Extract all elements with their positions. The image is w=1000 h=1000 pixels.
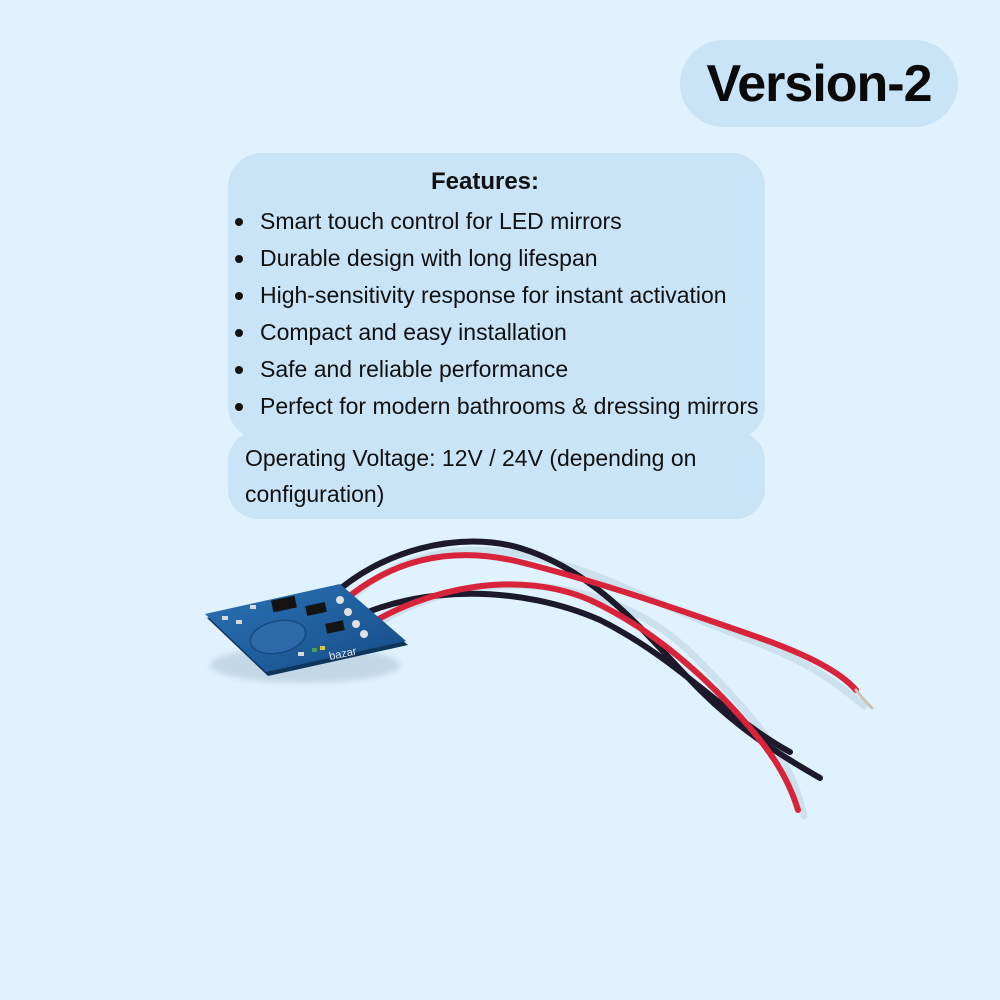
bullet-icon <box>235 329 243 337</box>
feature-text: Smart touch control for LED mirrors <box>260 208 622 234</box>
bullet-icon <box>235 255 243 263</box>
stripped-wire-tip <box>854 688 874 710</box>
feature-text: High-sensitivity response for instant ac… <box>260 282 727 308</box>
pcb-board: bazar <box>205 584 408 676</box>
touch-pad <box>249 619 307 655</box>
black-wire <box>347 590 793 755</box>
features-title: Features: <box>430 168 540 195</box>
board-silk-label: bazar <box>328 645 358 663</box>
version-badge: Version-2 <box>680 40 958 127</box>
bullet-icon <box>235 292 243 300</box>
ic-chip <box>271 595 297 613</box>
feature-item: Smart touch control for LED mirrors <box>233 203 759 240</box>
feature-text: Perfect for modern bathrooms & dressing … <box>260 393 759 419</box>
feature-item: Durable design with long lifespan <box>233 240 759 277</box>
red-wire <box>357 581 801 813</box>
feature-item: Perfect for modern bathrooms & dressing … <box>233 388 759 425</box>
voltage-panel <box>228 431 765 519</box>
bullet-icon <box>235 366 243 374</box>
voltage-text: Operating Voltage: 12V / 24V (depending … <box>245 445 697 507</box>
feature-text: Safe and reliable performance <box>260 356 569 382</box>
feature-text: Compact and easy installation <box>260 319 567 345</box>
features-list: Smart touch control for LED mirrors Dura… <box>233 203 759 425</box>
feature-item: High-sensitivity response for instant ac… <box>233 277 759 314</box>
features-panel <box>228 153 765 440</box>
ic-chip <box>325 620 345 634</box>
wires <box>327 538 874 820</box>
bullet-icon <box>235 403 243 411</box>
feature-text: Durable design with long lifespan <box>260 245 598 271</box>
bullet-icon <box>235 218 243 226</box>
red-wire <box>337 552 859 693</box>
version-label: Version-2 <box>706 54 932 113</box>
feature-item: Compact and easy installation <box>233 314 759 351</box>
ic-chip <box>305 602 327 616</box>
feature-item: Safe and reliable performance <box>233 351 759 388</box>
